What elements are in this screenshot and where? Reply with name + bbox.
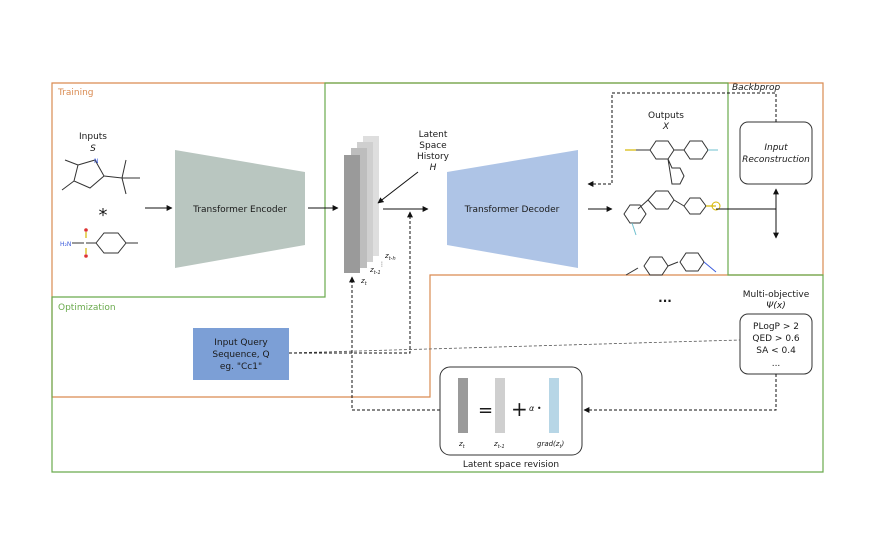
- revision-zt-bar: [458, 378, 468, 433]
- output-molecule-3: [625, 252, 717, 276]
- encoder-label: Transformer Encoder: [192, 205, 287, 215]
- latent-title-1: Latent: [419, 130, 448, 140]
- outputs-title: Outputs: [648, 111, 684, 121]
- revision-equals: =: [478, 400, 493, 421]
- revision-box: [439, 366, 583, 456]
- constraint-0: PLogP > 2: [753, 322, 799, 332]
- revision-zt-label: zt: [458, 440, 466, 450]
- query-box: [193, 328, 289, 380]
- latent-z-t1: zt-1: [369, 266, 381, 276]
- decoder-label: Transformer Decoder: [464, 205, 560, 215]
- output-molecule-1: [625, 140, 718, 185]
- inputs-title: Inputs: [79, 132, 107, 142]
- revision-grad-bar: [549, 378, 559, 433]
- reconstruction-box: [739, 121, 813, 185]
- dashed-multiobjective-to-revision: [583, 374, 777, 413]
- dashed-query-to-decoder-input: [289, 211, 413, 354]
- inputs-symbol: S: [90, 144, 96, 154]
- multiobjective-symbol: Ψ(x): [766, 301, 785, 311]
- constraint-3: ...: [772, 359, 781, 369]
- constraint-2: SA < 0.4: [756, 346, 796, 356]
- latent-symbol: H: [430, 163, 437, 173]
- reconstruction-line2: Reconstruction: [742, 155, 810, 165]
- latent-dots: ⋮: [379, 261, 385, 268]
- input-molecule-2: H₂N: [60, 228, 138, 258]
- revision-alpha: α •: [529, 404, 542, 413]
- revision-label: Latent space revision: [463, 460, 559, 470]
- latent-z-th: zt-h: [384, 252, 396, 262]
- outputs-ellipsis: ...: [658, 291, 672, 305]
- backprop-path: [587, 92, 777, 187]
- arrow-history-to-stack: [377, 171, 419, 204]
- backprop-label: Backbprop: [732, 83, 780, 93]
- query-line2: Sequence, Q: [212, 350, 269, 360]
- revision-grad-label: grad(zt): [537, 440, 564, 450]
- optimization-region-border: [51, 82, 824, 473]
- latent-stack: [344, 136, 379, 273]
- revision-zt1-label: zt-1: [493, 440, 505, 450]
- optimization-section-label: Optimization: [58, 303, 116, 313]
- revision-zt1-bar: [495, 378, 505, 433]
- svg-text:H₂N: H₂N: [60, 241, 71, 248]
- outputs-symbol: X: [662, 122, 670, 132]
- revision-plus: +: [511, 397, 528, 421]
- transformer-decoder: [447, 150, 578, 268]
- svg-text:N: N: [94, 158, 99, 165]
- query-line1: Input Query: [214, 338, 268, 348]
- inputs-operator: *: [99, 205, 108, 226]
- latent-title-3: History: [417, 152, 450, 162]
- output-molecule-2: [623, 190, 721, 236]
- training-section-label: Training: [57, 88, 94, 98]
- query-line3: eg. "Cc1": [220, 362, 262, 372]
- dashed-query-to-multiobjective: [288, 339, 741, 354]
- constraint-1: QED > 0.6: [752, 334, 800, 344]
- latent-title-2: Space: [419, 141, 447, 151]
- reconstruction-line1: Input: [764, 143, 788, 153]
- latent-z-t: zt: [360, 277, 368, 287]
- transformer-encoder: [175, 150, 305, 268]
- input-molecule-1: N: [61, 158, 140, 195]
- multiobjective-title: Multi-objective: [743, 290, 810, 300]
- dashed-revision-to-latent: [349, 276, 440, 411]
